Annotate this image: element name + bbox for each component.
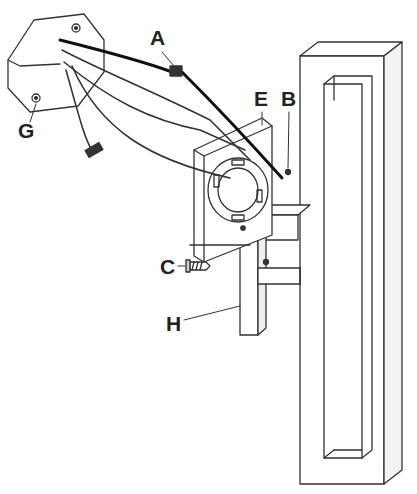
screw (186, 260, 210, 272)
mounting-plate (190, 118, 291, 262)
leader-lines (30, 52, 289, 320)
callout-letter: E (254, 88, 268, 109)
callout-letter: B (281, 88, 296, 109)
fixture-body (300, 42, 402, 484)
wires (60, 40, 282, 178)
callout-letter: A (150, 27, 165, 48)
callout-letter: C (160, 256, 175, 277)
callout-letter: H (166, 313, 181, 334)
callout-letter: G (18, 120, 34, 141)
